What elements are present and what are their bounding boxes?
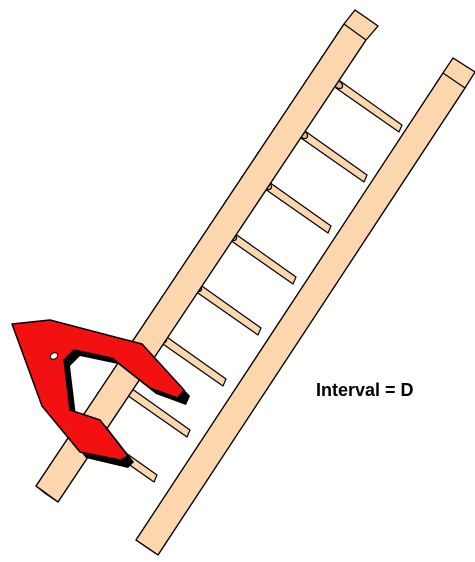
ladder-rung — [261, 180, 332, 234]
interval-caption: Interval = D — [316, 380, 414, 400]
ladder-rung — [297, 129, 368, 183]
ladder-rung — [332, 79, 403, 133]
red-clamp-icon — [11, 319, 190, 468]
red-clamp-hole — [49, 352, 59, 360]
ladder-left-rail — [35, 9, 379, 503]
ladder — [35, 9, 475, 556]
ladder-right-rail — [135, 57, 475, 556]
ladder-rung — [226, 231, 297, 285]
ladder-rung — [191, 282, 262, 336]
